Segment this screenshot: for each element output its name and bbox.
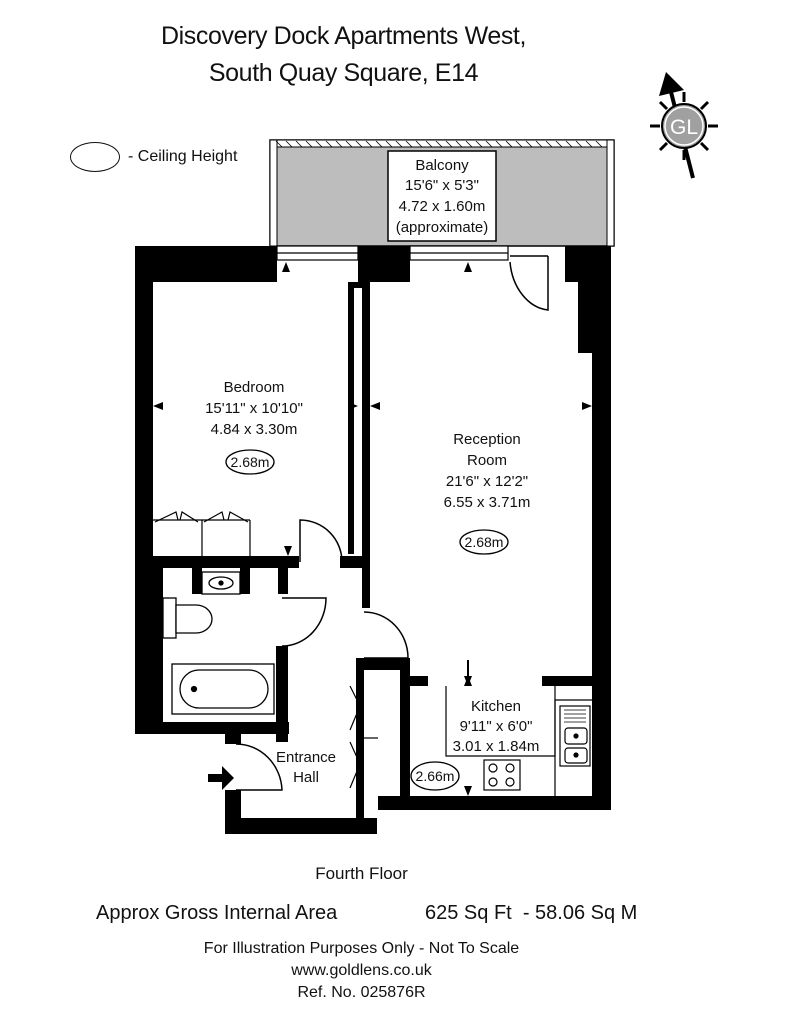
bedroom-door xyxy=(299,519,343,563)
ceiling-height-legend: - Ceiling Height xyxy=(70,142,237,172)
kitchen-ceiling-oval xyxy=(410,761,460,791)
title-line-1: Discovery Dock Apartments West, xyxy=(160,22,527,50)
hall-name-line2: Hall xyxy=(293,769,319,786)
reference-number: Ref. No. 025876R xyxy=(297,984,426,1001)
bedroom-ceiling-oval xyxy=(225,449,275,475)
website: www.goldlens.co.uk xyxy=(291,962,432,979)
reception-metric: 6.55 x 3.71m xyxy=(444,494,531,511)
kitchen-metric: 3.01 x 1.84m xyxy=(453,738,540,755)
bedroom-wardrobe xyxy=(153,511,251,556)
entrance-arrow-icon xyxy=(208,766,234,790)
bedroom-ceiling: 2.68m xyxy=(231,454,270,470)
kitchen-units xyxy=(445,686,592,796)
bedroom-name: Bedroom xyxy=(224,379,285,396)
legend-text: - Ceiling Height xyxy=(128,148,238,165)
toilet-cistern xyxy=(162,597,177,639)
balcony-metric: 4.72 x 1.60m xyxy=(399,198,486,215)
toilet-icon xyxy=(175,604,213,634)
floor-label: Fourth Floor xyxy=(315,864,408,883)
hob-icon xyxy=(483,759,521,791)
reception-ceiling: 2.68m xyxy=(465,534,504,550)
reception-imperial: 21'6" x 12'2" xyxy=(446,473,528,490)
bedroom-imperial: 15'11" x 10'10" xyxy=(205,400,303,417)
windows xyxy=(276,245,509,261)
balcony-imperial: 15'6" x 5'3" xyxy=(405,177,479,194)
hall-cupboard xyxy=(349,685,378,789)
bedroom-metric: 4.84 x 3.30m xyxy=(211,421,298,438)
disclaimer: For Illustration Purposes Only - Not To … xyxy=(203,940,520,957)
balcony-area: Balcony 15'6" x 5'3" 4.72 x 1.60m (appro… xyxy=(269,139,615,247)
balcony-label-box xyxy=(387,150,497,242)
reception-name-line2: Room xyxy=(467,452,507,469)
bathroom-fittings xyxy=(162,571,275,715)
bathroom-door xyxy=(281,597,327,647)
reception-name-line1: Reception xyxy=(453,431,521,448)
compass-label: GL xyxy=(670,116,698,139)
balcony-name: Balcony xyxy=(415,157,469,174)
kitchen-name: Kitchen xyxy=(471,698,521,715)
title-line-2: South Quay Square, E14 xyxy=(208,59,479,87)
reception-ceiling-oval xyxy=(459,529,509,555)
area-value: 625 Sq Ft - 58.06 Sq M xyxy=(425,902,638,924)
dimension-arrows xyxy=(153,262,592,796)
balcony-note: (approximate) xyxy=(396,219,489,236)
entrance-door xyxy=(235,743,283,791)
area-label: Approx Gross Internal Area xyxy=(96,902,338,924)
kitchen-imperial: 9'11" x 6'0" xyxy=(460,718,533,735)
walls xyxy=(135,246,611,834)
compass-north-arrow-icon: GL xyxy=(650,72,718,179)
balcony-door xyxy=(509,255,549,311)
kitchen-ceiling: 2.66m xyxy=(416,768,455,784)
ceiling-height-oval-icon xyxy=(70,142,120,172)
hall-name-line1: Entrance xyxy=(276,749,336,766)
reception-door xyxy=(363,611,409,659)
